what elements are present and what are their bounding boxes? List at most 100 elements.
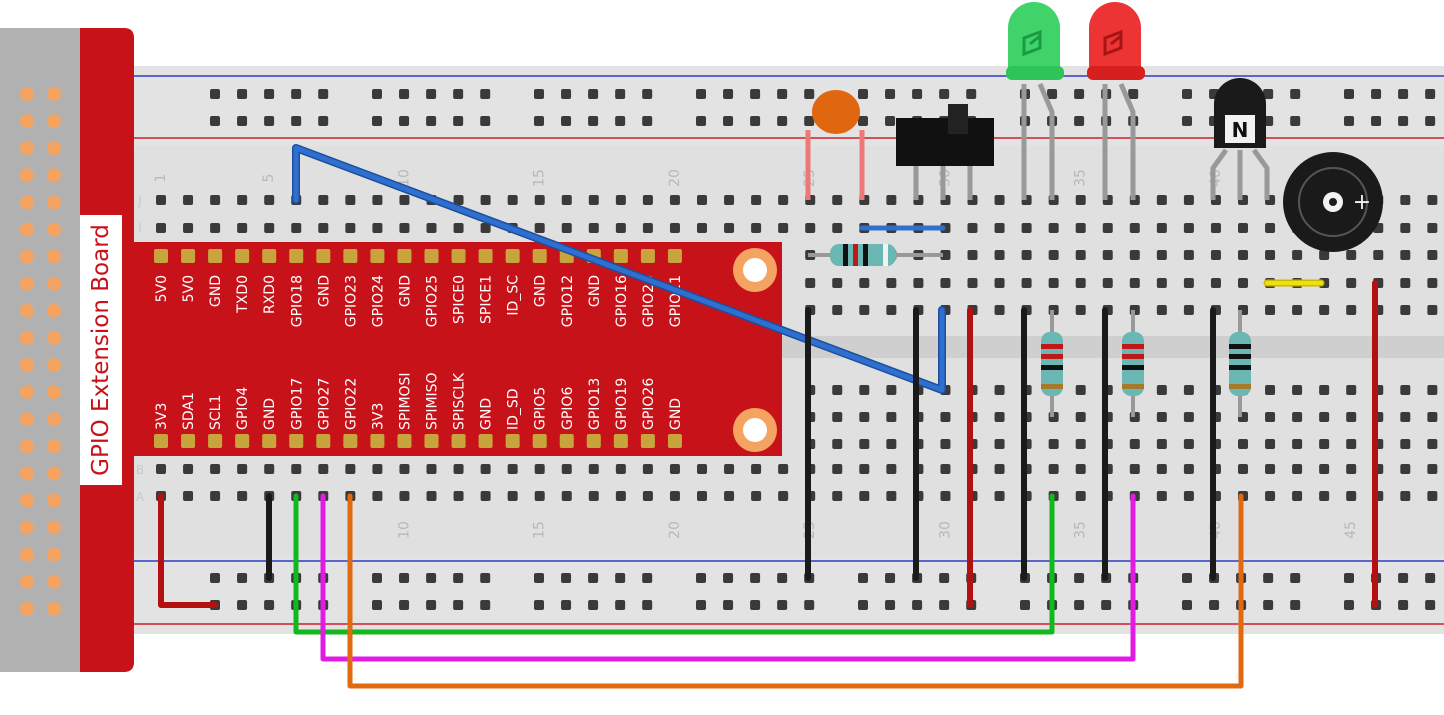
extension-pin-top xyxy=(667,249,682,263)
breadboard-hole xyxy=(1292,305,1303,315)
breadboard-hole xyxy=(399,89,410,99)
breadboard-hole xyxy=(1319,491,1330,501)
column-number-bottom: 35 xyxy=(1073,521,1089,539)
breadboard-hole xyxy=(1265,491,1276,501)
breadboard-hole xyxy=(1182,116,1192,126)
extension-pin-bottom xyxy=(370,434,385,448)
header-pad xyxy=(47,412,61,427)
breadboard-hole xyxy=(480,464,491,474)
pin-label-top: GPIO18 xyxy=(289,275,305,327)
breadboard-hole xyxy=(1425,116,1436,126)
breadboard-hole xyxy=(237,573,248,583)
column-number-bottom: 15 xyxy=(532,521,548,539)
pin-label-bottom: GPIO19 xyxy=(614,378,630,430)
header-pad xyxy=(47,520,61,535)
breadboard-hole xyxy=(778,223,789,233)
header-pad xyxy=(20,330,34,345)
extension-pin-bottom xyxy=(586,434,601,448)
breadboard-hole xyxy=(1048,223,1059,233)
breadboard-hole xyxy=(1398,600,1409,610)
breadboard-hole xyxy=(453,573,464,583)
breadboard-hole xyxy=(724,491,735,501)
breadboard-hole xyxy=(778,195,789,205)
header-pad xyxy=(20,466,34,481)
breadboard-hole xyxy=(940,491,951,501)
breadboard-hole xyxy=(642,573,653,583)
header-pad xyxy=(20,303,34,318)
breadboard-hole xyxy=(751,491,762,501)
breadboard-hole xyxy=(507,491,518,501)
breadboard-hole xyxy=(1183,464,1194,474)
breadboard-hole xyxy=(399,491,410,501)
extension-board-title: GPIO Extension Board xyxy=(88,224,114,476)
breadboard-hole xyxy=(1183,223,1194,233)
breadboard-hole xyxy=(1373,250,1384,260)
breadboard-hole xyxy=(237,195,248,205)
pin-label-top: GPIO20 xyxy=(641,275,657,327)
breadboard-hole xyxy=(1400,223,1411,233)
breadboard-hole xyxy=(832,223,843,233)
breadboard-hole xyxy=(1290,573,1301,583)
breadboard-hole xyxy=(859,439,870,449)
breadboard-hole xyxy=(1183,278,1194,288)
breadboard-hole xyxy=(669,195,680,205)
breadboard-hole xyxy=(1265,439,1276,449)
breadboard-hole xyxy=(561,195,572,205)
breadboard-hole xyxy=(1265,385,1276,395)
wire-3v3-red xyxy=(158,493,218,608)
breadboard-hole xyxy=(750,89,761,99)
breadboard-hole xyxy=(291,223,302,233)
breadboard-hole xyxy=(507,195,518,205)
resistor-band xyxy=(1229,384,1251,389)
breadboard-hole xyxy=(480,195,491,205)
breadboard-hole xyxy=(1074,116,1085,126)
breadboard-hole xyxy=(588,491,599,501)
breadboard-hole xyxy=(1371,116,1382,126)
extension-pin-top xyxy=(640,249,655,263)
row-letter-bottom: A xyxy=(136,490,145,504)
wires xyxy=(158,144,1378,689)
breadboard-hole xyxy=(994,439,1005,449)
pin-label-bottom: GPIO13 xyxy=(587,378,603,430)
breadboard-hole xyxy=(399,600,410,610)
breadboard-hole xyxy=(615,223,626,233)
breadboard-hole xyxy=(1346,250,1357,260)
extension-pin-top xyxy=(343,249,358,263)
breadboard-hole xyxy=(291,116,302,126)
breadboard-hole xyxy=(1238,464,1248,474)
breadboard-hole xyxy=(804,600,815,610)
breadboard-hole xyxy=(642,491,653,501)
breadboard-hole xyxy=(210,573,220,583)
extension-pin-bottom xyxy=(451,434,466,448)
breadboard-hole xyxy=(642,223,653,233)
header-pad xyxy=(47,330,61,345)
breadboard-hole xyxy=(1265,412,1276,422)
breadboard-hole xyxy=(1075,464,1086,474)
breadboard-hole xyxy=(1319,250,1330,260)
breadboard-hole xyxy=(1344,89,1354,99)
breadboard-hole xyxy=(777,89,788,99)
breadboard-hole xyxy=(724,195,735,205)
breadboard-hole xyxy=(264,116,275,126)
breadboard-hole xyxy=(1182,89,1192,99)
breadboard-hole xyxy=(1344,116,1354,126)
breadboard-hole xyxy=(210,491,221,501)
resistor-band xyxy=(1229,344,1251,349)
breadboard-hole xyxy=(1210,278,1221,288)
pin-label-bottom: SCL1 xyxy=(208,395,224,430)
switch-body xyxy=(896,118,994,166)
extension-pin-top xyxy=(613,249,628,263)
breadboard-hole xyxy=(1075,412,1086,422)
pin-label-top: GPIO23 xyxy=(343,275,359,327)
breadboard-hole xyxy=(858,600,868,610)
breadboard-hole xyxy=(1319,412,1330,422)
breadboard-hole xyxy=(318,223,329,233)
breadboard-hole xyxy=(237,223,248,233)
breadboard-hole xyxy=(832,439,843,449)
buzzer-center-hole xyxy=(1329,198,1337,206)
breadboard-hole xyxy=(453,195,464,205)
breadboard-hole xyxy=(832,464,843,474)
pin-label-bottom: SPISCLK xyxy=(452,372,468,430)
breadboard-hole xyxy=(426,464,437,474)
extension-pin-top xyxy=(181,249,196,263)
